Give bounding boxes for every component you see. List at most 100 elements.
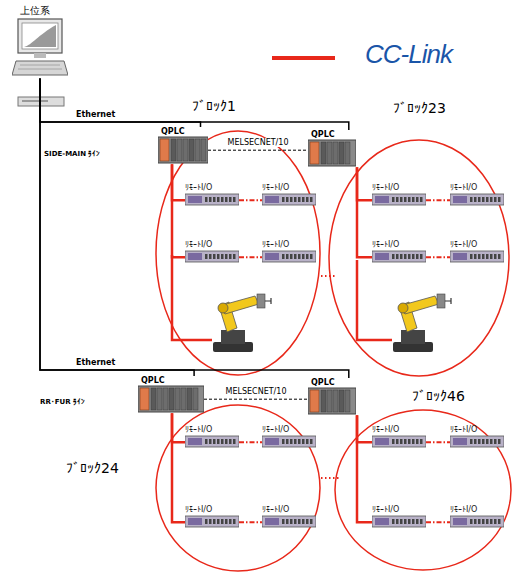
rio-terminal (294, 197, 297, 202)
block-ellipse (335, 410, 511, 570)
rio-terminal (404, 439, 407, 444)
io-module (183, 139, 188, 161)
block-label: ﾌﾞﾛｯｸ24 (66, 460, 119, 476)
rio-terminal (205, 439, 208, 444)
rio-panel (453, 253, 467, 260)
rio-terminal (229, 519, 232, 524)
rio-terminal (233, 197, 236, 202)
rio-terminal (412, 197, 415, 202)
rio-terminal (221, 197, 224, 202)
rio-terminal (205, 519, 208, 524)
plc-label: QPLC (161, 127, 185, 136)
rio-terminal (209, 254, 212, 259)
remote-io-node: ﾘﾓｰﾄI/O (372, 240, 426, 263)
rio-terminal (221, 254, 224, 259)
rio-body (450, 251, 504, 262)
rio-terminal (416, 439, 419, 444)
remote-io-icon (185, 192, 239, 206)
rio-terminal (286, 254, 289, 259)
monitor-stand (34, 53, 46, 58)
io-module (333, 142, 338, 164)
rio-terminal (482, 519, 485, 524)
computer-icon (12, 17, 68, 79)
power-module (310, 142, 319, 164)
melsecnet-line (208, 150, 308, 151)
rio-terminal (498, 439, 501, 444)
remote-io-label: ﾘﾓｰﾄI/O (372, 505, 399, 514)
rio-terminal (205, 254, 208, 259)
rio-terminal (306, 197, 309, 202)
remote-io-label: ﾘﾓｰﾄI/O (262, 425, 289, 434)
connector-label: MELSECNET/10 (224, 387, 289, 396)
remote-io-node: ﾘﾓｰﾄI/O (185, 183, 239, 206)
rio-body (450, 194, 504, 205)
rio-terminal (396, 519, 399, 524)
rio-panel (188, 196, 202, 203)
io-module (177, 139, 182, 161)
rio-terminal (290, 519, 293, 524)
rio-terminal (400, 439, 403, 444)
host-label: 上位系 (20, 5, 50, 17)
cc-link-logo: CC-Link (365, 40, 452, 70)
remote-io-icon (262, 192, 316, 206)
screen (22, 23, 58, 49)
remote-io-node: ﾘﾓｰﾄI/O (372, 425, 426, 448)
cc-link-line (172, 164, 185, 200)
remote-io-label: ﾘﾓｰﾄI/O (185, 425, 212, 434)
remote-io-icon (450, 192, 504, 206)
rio-terminal (233, 519, 236, 524)
keyboard (12, 61, 68, 75)
rio-panel (188, 518, 202, 525)
rio-terminal (290, 254, 293, 259)
rio-terminal (482, 254, 485, 259)
block-label: ﾌﾞﾛｯｸ1 (192, 98, 236, 114)
cc-link-line (172, 164, 185, 257)
io-module (169, 388, 174, 410)
cc-link-dashed-line (239, 441, 262, 443)
rio-terminal (213, 197, 216, 202)
rio-terminal (412, 519, 415, 524)
rio-panel (188, 253, 202, 260)
remote-io-node: ﾘﾓｰﾄI/O (372, 505, 426, 528)
io-module (181, 388, 186, 410)
rio-terminal (217, 439, 220, 444)
screen-graph (24, 25, 56, 47)
remote-io-node: ﾘﾓｰﾄI/O (262, 240, 316, 263)
rio-terminal (400, 197, 403, 202)
rio-terminal (420, 519, 423, 524)
io-module (201, 139, 206, 161)
line-label: RR･FUR ﾗｲﾝ (40, 398, 85, 406)
rio-terminal (482, 197, 485, 202)
rio-terminal (233, 439, 236, 444)
rio-terminal (282, 254, 285, 259)
rio-terminal (306, 439, 309, 444)
cc-link-line (357, 415, 372, 442)
rio-terminal (392, 519, 395, 524)
rio-terminal (282, 519, 285, 524)
rio-terminal (225, 254, 228, 259)
plc-rack-icon (158, 136, 208, 164)
rio-terminal (420, 439, 423, 444)
rio-terminal (498, 197, 501, 202)
rio-terminal (498, 254, 501, 259)
rio-terminal (282, 439, 285, 444)
io-module (193, 388, 198, 410)
keyboard-keys (18, 65, 62, 69)
rio-body (185, 251, 239, 262)
power-module (140, 388, 149, 410)
rio-terminal (408, 439, 411, 444)
robot-arm (213, 294, 271, 352)
cc-link-robot-line (172, 255, 212, 340)
remote-io-node: ﾘﾓｰﾄI/O (450, 425, 504, 448)
rio-terminal (209, 439, 212, 444)
remote-io-node: ﾘﾓｰﾄI/O (450, 183, 504, 206)
rio-terminal (478, 254, 481, 259)
remote-io-icon (372, 434, 426, 448)
cc-link-dashed-line (239, 521, 262, 523)
remote-io-label: ﾘﾓｰﾄI/O (262, 505, 289, 514)
rio-terminal (229, 197, 232, 202)
rio-terminal (302, 519, 305, 524)
cc-link-line (357, 167, 372, 200)
rio-terminal (412, 439, 415, 444)
